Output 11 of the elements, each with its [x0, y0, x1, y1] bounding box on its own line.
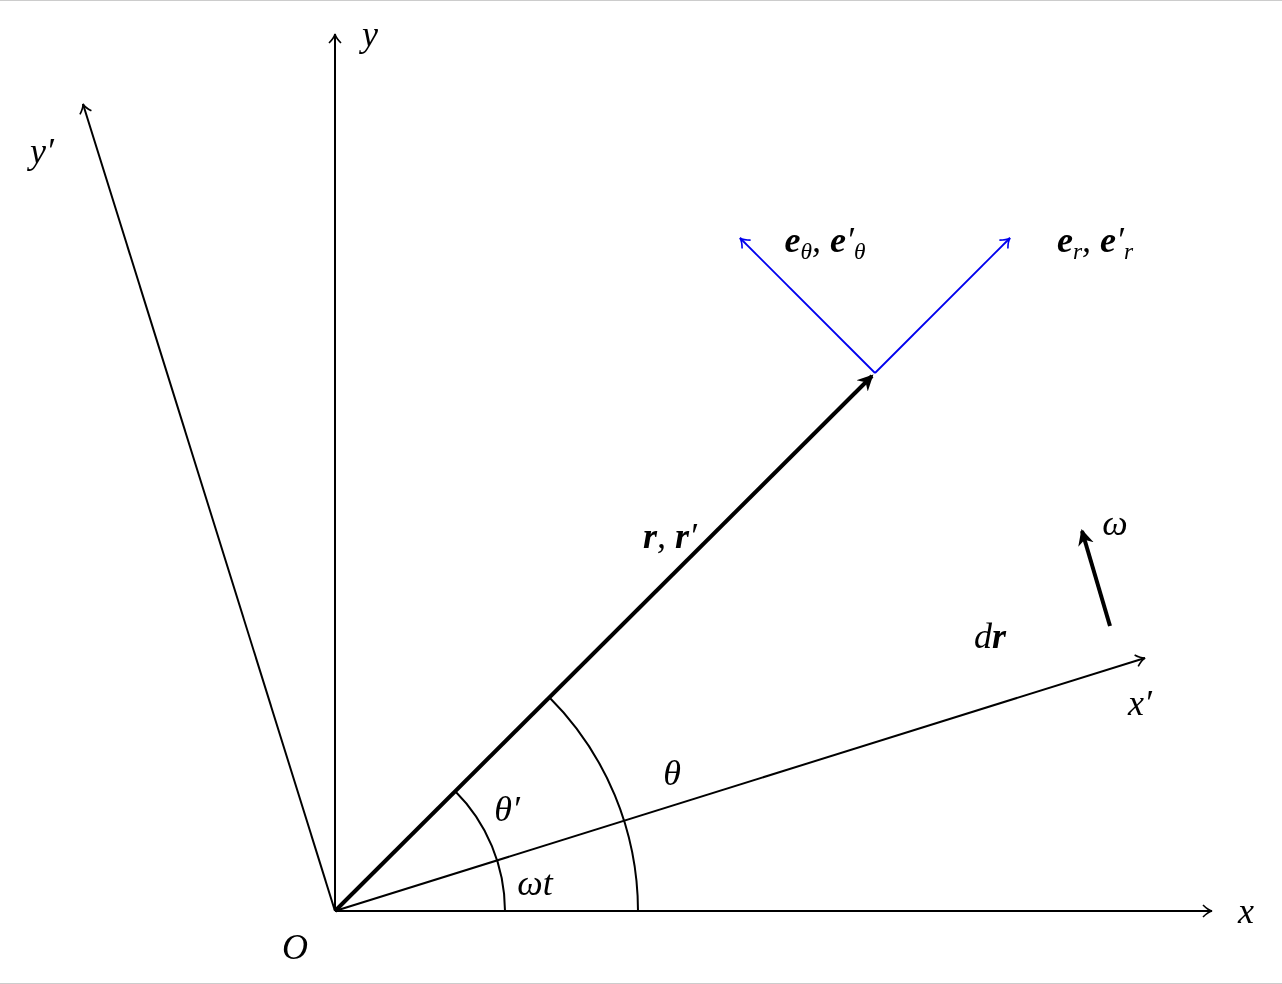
math-label: e$_{θ}$, e′$_{θ}$ — [784, 222, 866, 264]
math-label: ω — [1102, 505, 1128, 541]
math-label: O — [282, 929, 308, 965]
math-label: ωt — [517, 865, 553, 901]
math-label: x — [1238, 893, 1254, 929]
math-label: θ′ — [494, 791, 520, 827]
math-label: r, r′ — [643, 518, 697, 554]
math-label: dr — [974, 618, 1006, 654]
math-label: θ — [663, 755, 681, 791]
math-label: e$_{r}$, e′$_{r}$ — [1056, 222, 1134, 264]
math-label: x′ — [1128, 685, 1152, 721]
